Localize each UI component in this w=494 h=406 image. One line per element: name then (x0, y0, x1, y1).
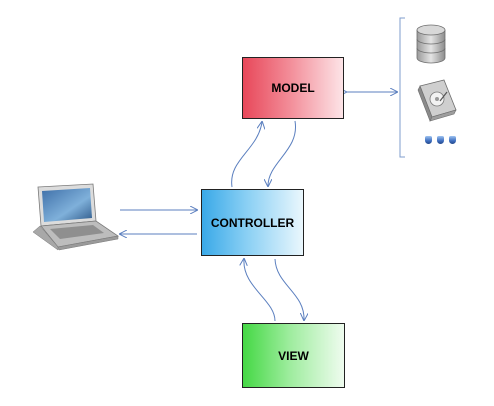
model-to-controller-arrow (268, 120, 296, 186)
controller-to-view-arrow (274, 258, 304, 320)
controller-label: CONTROLLER (210, 215, 295, 230)
storage-bracket (399, 17, 405, 158)
view-label: VIEW (278, 348, 309, 363)
laptop-icon (32, 183, 120, 251)
model-box: MODEL (242, 57, 344, 119)
controller-to-model-arrow (231, 122, 262, 188)
model-label: MODEL (271, 81, 315, 95)
dot (449, 136, 456, 144)
view-box: VIEW (242, 323, 345, 388)
dot (437, 136, 444, 144)
hard-drive-icon (417, 79, 457, 122)
view-to-controller-arrow (244, 259, 276, 322)
dot (425, 136, 432, 144)
controller-box: CONTROLLER (201, 189, 304, 256)
database-icon (416, 24, 446, 64)
ellipsis-icon (425, 136, 456, 144)
